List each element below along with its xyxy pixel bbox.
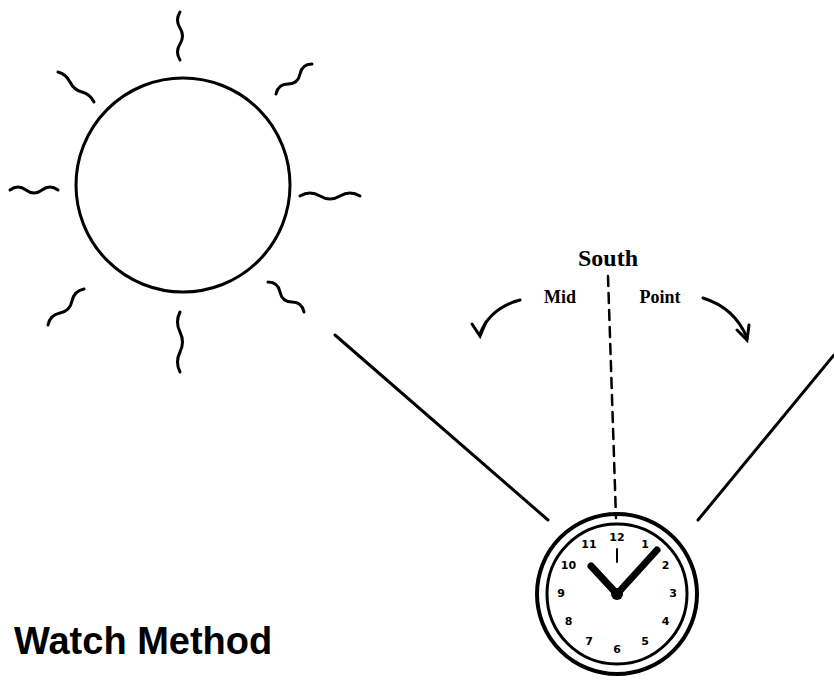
mid-arrow-arc [480, 300, 520, 334]
watch-numeral: 5 [641, 636, 649, 648]
watch-numeral: 6 [613, 644, 621, 656]
sun-ray [178, 12, 183, 60]
watch-numeral: 12 [609, 532, 624, 544]
watch-numeral: 9 [557, 588, 565, 600]
noon-tick [616, 549, 618, 562]
minute-hand [617, 550, 657, 594]
watch-face [547, 524, 687, 664]
sun-ray [268, 282, 304, 312]
sun-ray [10, 187, 58, 193]
watch-numeral: 2 [662, 560, 670, 572]
direction-label: South [578, 245, 638, 271]
direction-label: Mid [544, 288, 576, 308]
sun-ray [276, 64, 312, 94]
sun-ray [58, 72, 94, 102]
arrowhead [472, 322, 486, 336]
sun-ray [178, 312, 183, 372]
watch-numeral: 8 [565, 616, 573, 628]
sun-ray [48, 289, 84, 325]
watch-numeral: 4 [662, 616, 670, 628]
sun-direction-line [335, 335, 548, 520]
sun-ray [300, 193, 360, 199]
watch-numeral: 10 [561, 560, 576, 572]
watch-numeral: 11 [581, 539, 596, 551]
sun [76, 78, 290, 292]
watch-numeral: 1 [641, 539, 649, 551]
south-dashed-line [608, 276, 616, 518]
direction-label: Point [639, 288, 680, 308]
arrowhead [737, 325, 749, 340]
method-title: Watch Method [14, 621, 272, 663]
watch-pivot [611, 588, 623, 600]
twelve-direction-line [698, 355, 834, 520]
watch-case [537, 514, 697, 674]
watch-numeral: 7 [585, 636, 593, 648]
watch-numeral: 3 [669, 588, 677, 600]
